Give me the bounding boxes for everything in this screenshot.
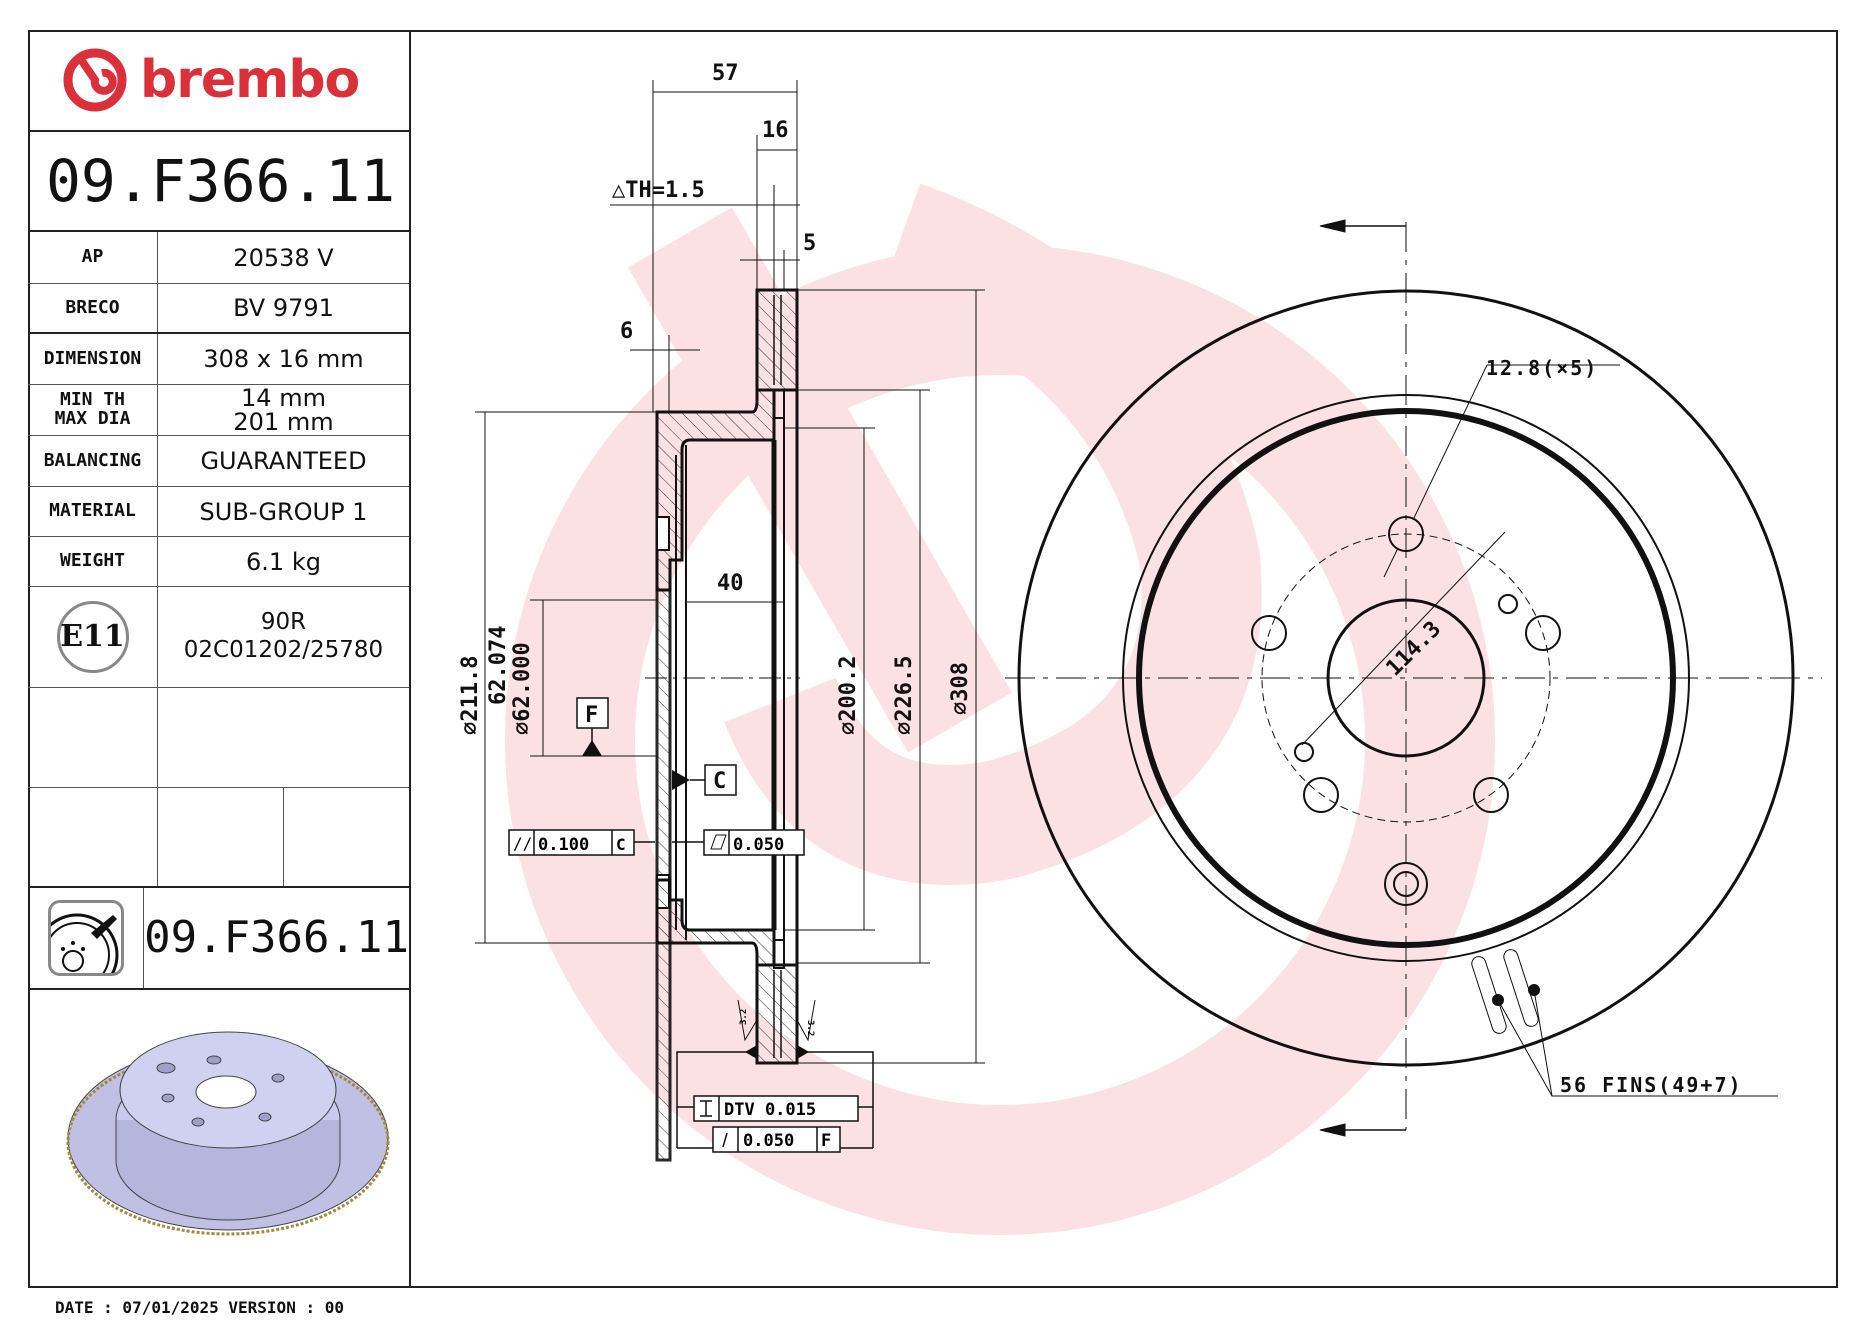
- disc-3d-render: [28, 990, 409, 1286]
- roughness-left: 3.2: [739, 1009, 749, 1025]
- front-view: [1005, 219, 1822, 1137]
- approval-number: 90R 02C01202/25780: [158, 587, 409, 687]
- spec-label: MATERIAL: [28, 487, 158, 536]
- dim-57: 57: [712, 61, 739, 86]
- parallelism-symbol: //: [513, 834, 532, 853]
- brake-disc-caliper-icon: [47, 900, 124, 976]
- section-view: [475, 80, 985, 1162]
- dtv-value: DTV 0.015: [724, 1100, 816, 1120]
- spec-label: AP: [28, 232, 158, 283]
- brake-disc-3d-image: [66, 1031, 390, 1236]
- parallelism-value: 0.100: [538, 835, 589, 855]
- brembo-logo: brembo: [28, 30, 409, 132]
- spec-label: BALANCING: [28, 436, 158, 486]
- approval-line: 90R: [260, 609, 307, 636]
- part-number: 09.F366.11: [28, 132, 409, 232]
- bolt-hole-label: 12.8(×5): [1486, 356, 1598, 380]
- datum-f-label: F: [585, 703, 598, 728]
- spec-value: 14 mm 201 mm: [158, 385, 409, 435]
- dim-16: 16: [762, 118, 789, 143]
- spec-value-line: 201 mm: [233, 408, 334, 436]
- spec-row-breco: BRECO BV 9791: [28, 284, 409, 334]
- parallelism-datum: C: [616, 835, 626, 854]
- blank-row-2: [28, 788, 409, 888]
- spec-label: DIMENSION: [28, 334, 158, 384]
- dim-40: 40: [717, 571, 744, 596]
- datum-c-label: C: [713, 769, 726, 794]
- bottom-part-number: 09.F366.11: [144, 912, 409, 963]
- approval-mark-cell: E11: [28, 587, 158, 687]
- spec-label: WEIGHT: [28, 537, 158, 586]
- spec-value-line: 14 mm: [241, 384, 326, 412]
- spec-row-balancing: BALANCING GUARANTEED: [28, 436, 409, 487]
- spec-label: BRECO: [28, 284, 158, 332]
- spec-value: 6.1 kg: [246, 547, 321, 576]
- blank-cell: [28, 688, 158, 787]
- runout-datum: F: [821, 1131, 831, 1151]
- blank-row-1: [28, 688, 409, 788]
- product-row: 09.F366.11: [28, 888, 409, 990]
- product-icon-cell: [28, 888, 145, 988]
- brembo-watermark: [505, 183, 1495, 1235]
- dim-d200-2: ⌀200.2: [836, 656, 861, 735]
- dim-d308: ⌀308: [948, 662, 973, 715]
- spec-row-ap: AP 20538 V: [28, 232, 409, 284]
- drawing-frame: [28, 30, 1838, 1288]
- spec-value: 20538 V: [233, 243, 334, 272]
- brand-name: brembo: [140, 50, 360, 110]
- spec-value: SUB-GROUP 1: [199, 497, 368, 526]
- dim-d226-5: ⌀226.5: [892, 656, 917, 735]
- spec-value: 308 x 16 mm: [203, 345, 364, 373]
- section-view-labels: 57 16 △TH=1.5 5 6 40 ⌀211.8 62.074 ⌀62.0…: [458, 61, 973, 1151]
- dim-6: 6: [620, 319, 633, 344]
- spec-value: BV 9791: [233, 294, 334, 322]
- title-block: brembo 09.F366.11 AP 20538 V BRECO BV 97…: [28, 30, 411, 1288]
- blank-cell: [158, 788, 284, 886]
- dim-d62-074: 62.074: [486, 626, 511, 705]
- spec-label-line: MAX DIA: [54, 408, 131, 429]
- runout-value: 0.050: [743, 1131, 794, 1151]
- spec-row-dimension: DIMENSION 308 x 16 mm: [28, 334, 409, 385]
- flatness-value: 0.050: [733, 835, 784, 855]
- spec-row-weight: WEIGHT 6.1 kg: [28, 537, 409, 587]
- spec-row-min-th-max-dia: MIN TH MAX DIA 14 mm 201 mm: [28, 385, 409, 436]
- approval-line: 02C01202/25780: [183, 637, 384, 663]
- dim-d62-000: ⌀62.000: [510, 642, 535, 735]
- spec-value: GUARANTEED: [200, 447, 367, 475]
- brembo-logo-icon: [63, 48, 127, 112]
- spec-label-line: MIN TH: [59, 389, 126, 411]
- dim-delta-th: △TH=1.5: [612, 178, 705, 203]
- roughness-right: 3.2: [805, 1020, 815, 1036]
- spec-label: MIN TH MAX DIA: [28, 385, 158, 435]
- dim-d211-8: ⌀211.8: [458, 656, 483, 735]
- date-version: DATE : 07/01/2025 VERSION : 00: [55, 1298, 344, 1317]
- e11-approval-icon: E11: [56, 601, 129, 673]
- approval-row: E11 90R 02C01202/25780: [28, 587, 409, 688]
- dim-5: 5: [803, 231, 816, 256]
- blank-cell: [28, 788, 158, 886]
- blank-cell: [158, 688, 409, 787]
- spec-row-material: MATERIAL SUB-GROUP 1: [28, 487, 409, 537]
- fins-label: 56 FINS(49+7): [1560, 1073, 1743, 1097]
- blank-cell: [284, 788, 409, 886]
